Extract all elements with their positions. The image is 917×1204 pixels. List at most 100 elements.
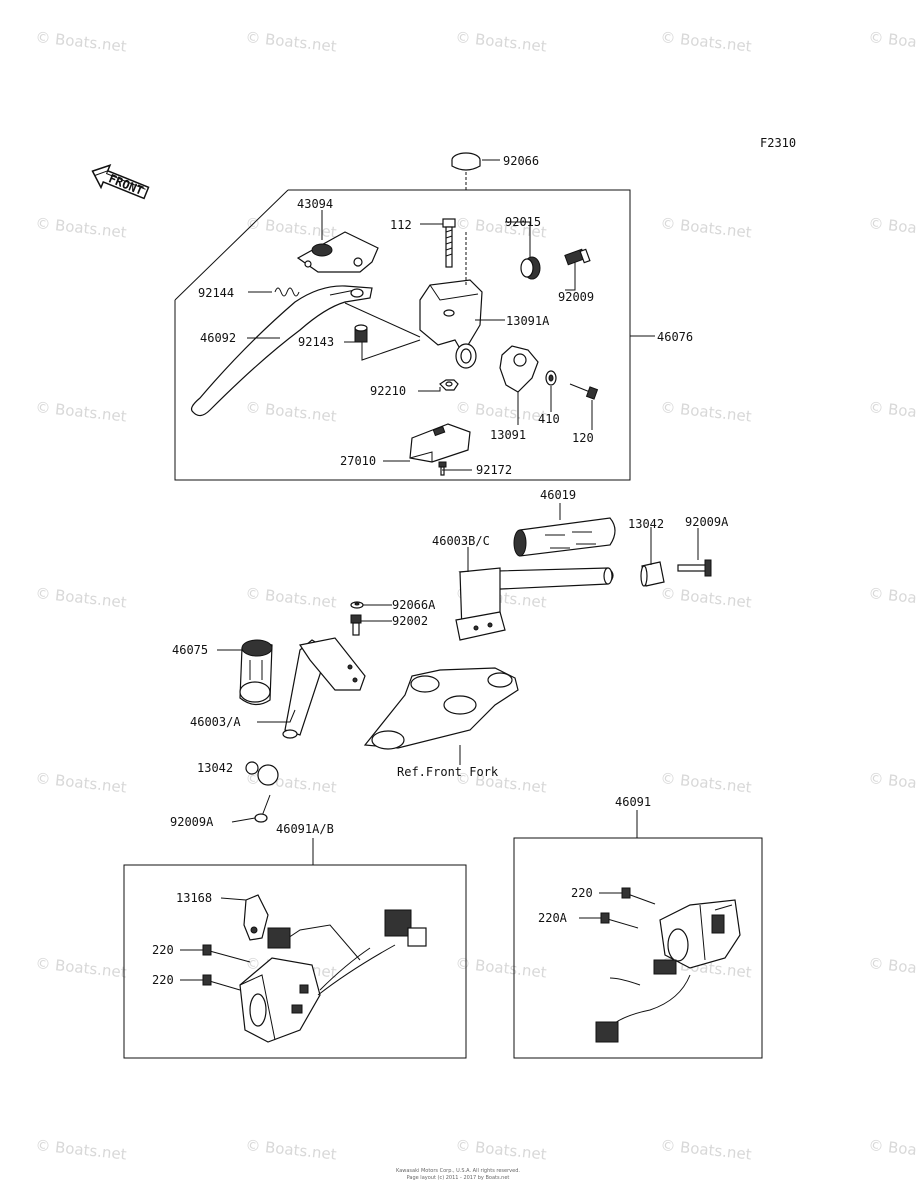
watermark-text: © Boats.net [245,398,338,425]
watermark-text: © Boats.net [868,954,917,981]
watermark-text: © Boats.net [35,28,128,55]
bolt-92002 [350,614,362,636]
cap-92066 [451,152,481,190]
part-label: 46075 [172,643,208,657]
left-switch-housing [239,909,427,1043]
part-label: 46092 [200,331,236,345]
part-label: 92066 [503,154,539,168]
part-label: 43094 [297,197,333,211]
left-switch-box [123,864,467,1059]
part-label: 46091 [615,795,651,809]
watermark-text: © Boats.net [660,769,753,796]
part-label: 92009 [558,290,594,304]
watermark-text: © Boats.net [868,1136,917,1163]
part-label: 92009A [685,515,729,529]
right-switch-box [513,837,763,1059]
screw-220-right [621,887,656,905]
front-arrow-icon: FRONT [91,164,150,200]
part-label: 46091A/B [276,822,334,836]
part-label: 92144 [198,286,234,300]
washer-92066A [350,601,364,609]
part-label: 220 [152,943,174,957]
part-label: 92143 [298,335,334,349]
screw-220-left-a [202,944,251,963]
washer-410 [545,370,557,386]
screw-220A-right [600,912,639,929]
copyright-line-1: Kawasaki Motors Corp., U.S.A. All rights… [396,1168,520,1174]
watermark-text: © Boats.net [660,584,753,611]
upper-triple-clamp [363,667,519,750]
watermark-text: © Boats.net [868,214,917,241]
watermark-text: © Boats.net [245,1136,338,1163]
part-label: 46019 [540,488,576,502]
front-label: FRONT [107,171,146,198]
watermark-text: © Boats.net [868,769,917,796]
part-label: 92210 [370,384,406,398]
watermark-text: © Boats.net [868,398,917,425]
part-label: 112 [390,218,412,232]
part-label: 13042 [628,517,664,531]
part-label: 27010 [340,454,376,468]
watermark-text: © Boats.net [660,214,753,241]
ref-front-fork-label: Ref.Front Fork [397,765,499,779]
clutch-lever-assembly-box [174,189,631,481]
screw-92172 [438,461,447,476]
clamp-13091 [499,345,539,393]
bolt-92009A-left [254,794,271,823]
watermark-text: © Boats.net [35,214,128,241]
collar-92143 [354,324,368,343]
part-label: 92009A [170,815,214,829]
watermark-text: © Boats.net [455,954,548,981]
grip-46075 [239,639,273,706]
watermark-text: © Boats.net [245,28,338,55]
watermark-text: © Boats.net [35,398,128,425]
part-label: 92172 [476,463,512,477]
part-label: 220A [538,911,568,925]
screw-92009 [564,248,591,266]
part-label: 46003B/C [432,534,490,548]
watermark-text: © Boats.net [245,584,338,611]
switch-27010 [409,423,471,463]
bolt-92009A-right [677,559,712,577]
part-label: 92015 [505,215,541,229]
grip-46019 [513,517,616,557]
part-label: 92002 [392,614,428,628]
spring-92144 [274,287,300,297]
watermark-text: © Boats.net [35,1136,128,1163]
screw-220-left-b [202,974,241,991]
part-label: 46076 [657,330,693,344]
watermark-text: © Boats.net [455,1136,548,1163]
part-label: 410 [538,412,560,426]
figure-code: F2310 [760,136,796,150]
clamp-13168 [243,894,269,941]
bolt-120 [569,383,599,400]
handlebar-46003A [282,637,366,739]
part-label: 92066A [392,598,436,612]
part-label: 120 [572,431,594,445]
adjuster-92015 [520,256,541,280]
watermark-text: © Boats.net [35,584,128,611]
nut-92210 [439,379,459,391]
copyright-line-2: Page layout (c) 2011 - 2017 by Boats.net [407,1175,510,1181]
watermark-text: © Boats.net [455,28,548,55]
part-number-labels: 92066 43094 112 92015 92009 92144 13091A… [152,154,729,987]
weight-13042-right [640,561,665,587]
lever-46092 [190,285,373,417]
leader-lines [180,159,699,981]
bracket-43094 [296,231,379,273]
watermark-text: © Boats.net [660,398,753,425]
part-label: 220 [571,886,593,900]
part-label: 46003/A [190,715,241,729]
handlebar-46003BC [455,567,614,641]
part-label: 13168 [176,891,212,905]
watermark-text: © Boats.net [868,28,917,55]
watermark-text: © Boats.net [660,28,753,55]
bolt-112 [442,218,456,268]
watermark-text: © Boats.net [455,398,548,425]
part-label: 220 [152,973,174,987]
right-switch-housing [595,899,741,1043]
watermark-text: © Boats.net [660,1136,753,1163]
weight-13042-left [245,761,279,786]
